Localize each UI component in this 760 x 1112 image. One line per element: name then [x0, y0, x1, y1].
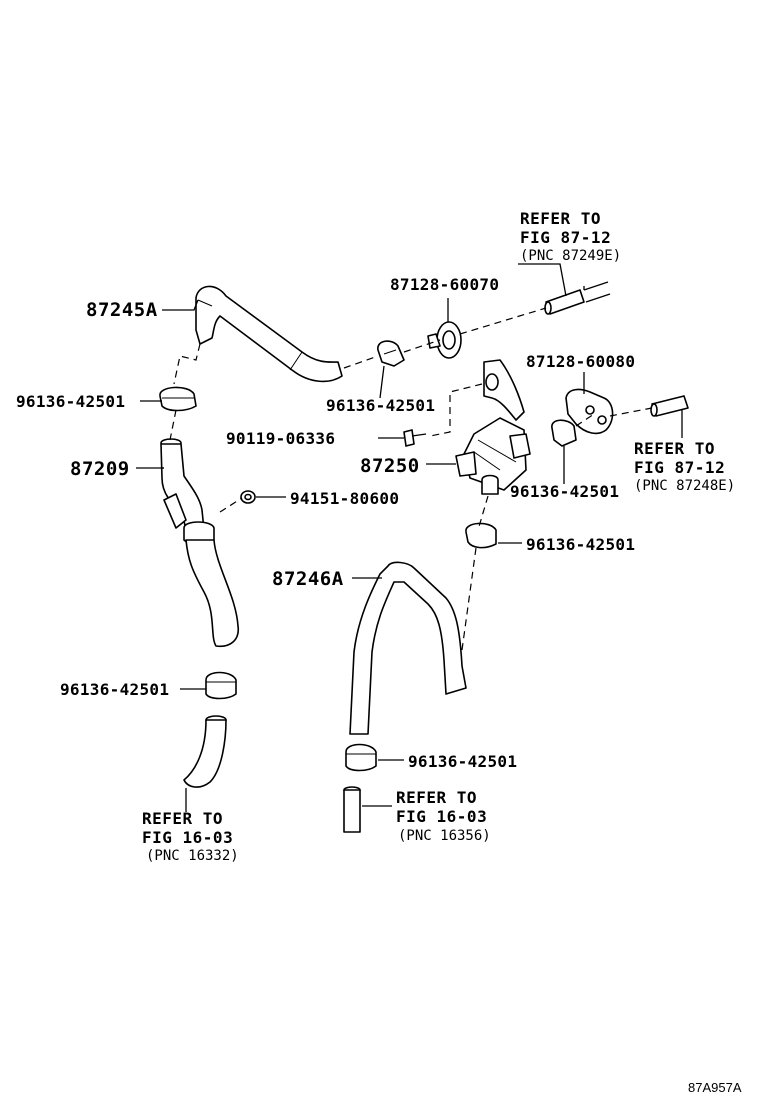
grommet-87128-60080[interactable]: [565, 388, 614, 435]
label-clamp-right: 96136-42501: [510, 482, 619, 501]
nut-94151-80600[interactable]: [240, 490, 256, 504]
reference-top-line1: REFER TO: [520, 209, 601, 228]
reference-bottom-left[interactable]: REFER TO FIG 16-03 (PNC 16332): [142, 809, 239, 864]
label-clamp-lower-mid: 96136-42501: [408, 752, 517, 771]
grommet-87128-60070[interactable]: [427, 321, 462, 359]
bolt-90119-06336[interactable]: [403, 429, 427, 447]
reference-right-line2: FIG 87-12: [634, 458, 725, 477]
hose-lower-left: [185, 539, 240, 648]
figure-id: 87A957A: [688, 1080, 742, 1095]
reference-bottom-left-line1: REFER TO: [142, 809, 223, 828]
label-clamp-upper-left: 96136-42501: [16, 392, 125, 411]
clamp-lower-left[interactable]: [205, 671, 237, 700]
label-clamp-center: 96136-42501: [526, 535, 635, 554]
label-grommet-lower: 87128-60080: [526, 352, 635, 371]
reference-bottom-mid[interactable]: REFER TO FIG 16-03 (PNC 16356): [396, 788, 491, 844]
hose-87245a[interactable]: [195, 285, 343, 383]
leader-lines: [136, 263, 683, 812]
label-nut: 94151-80600: [290, 489, 399, 508]
pipe-87248e: [650, 395, 689, 417]
reference-bottom-mid-line2: FIG 16-03: [396, 807, 487, 826]
label-clamp-upper-mid: 96136-42501: [326, 396, 435, 415]
reference-bottom-left-line3: (PNC 16332): [146, 848, 239, 864]
hose-87246a[interactable]: [349, 561, 467, 735]
reference-bottom-mid-line1: REFER TO: [396, 788, 477, 807]
reference-bottom-left-line2: FIG 16-03: [142, 828, 233, 847]
label-hose-87245a: 87245A: [86, 299, 158, 321]
reference-right-line1: REFER TO: [634, 439, 715, 458]
label-bolt: 90119-06336: [226, 429, 335, 448]
reference-right[interactable]: REFER TO FIG 87-12 (PNC 87248E): [634, 439, 735, 494]
pipe-16356: [343, 786, 361, 833]
clamp-upper-left[interactable]: [159, 386, 197, 412]
label-clamp-lower-left: 96136-42501: [60, 680, 169, 699]
clamp-center[interactable]: [465, 522, 497, 549]
reference-top[interactable]: REFER TO FIG 87-12 (PNC 87249E): [520, 209, 621, 264]
reference-bottom-mid-line3: (PNC 16356): [398, 828, 491, 844]
label-hose-87246a: 87246A: [272, 568, 344, 590]
reference-right-line3: (PNC 87248E): [634, 478, 735, 494]
label-grommet-upper: 87128-60070: [390, 275, 499, 294]
valve-87250[interactable]: [455, 359, 531, 495]
clamp-right[interactable]: [551, 419, 577, 447]
assembly-lines: [169, 307, 653, 651]
label-pipe-87209: 87209: [70, 458, 130, 480]
pipe-87209[interactable]: [160, 438, 215, 546]
clamp-upper-mid[interactable]: [377, 340, 405, 367]
pipe-87249e: [544, 281, 611, 315]
reference-top-line2: FIG 87-12: [520, 228, 611, 247]
label-valve-87250: 87250: [360, 455, 420, 477]
pipe-16332: [183, 715, 227, 788]
clamp-lower-mid[interactable]: [345, 743, 377, 772]
reference-top-line3: (PNC 87249E): [520, 248, 621, 264]
